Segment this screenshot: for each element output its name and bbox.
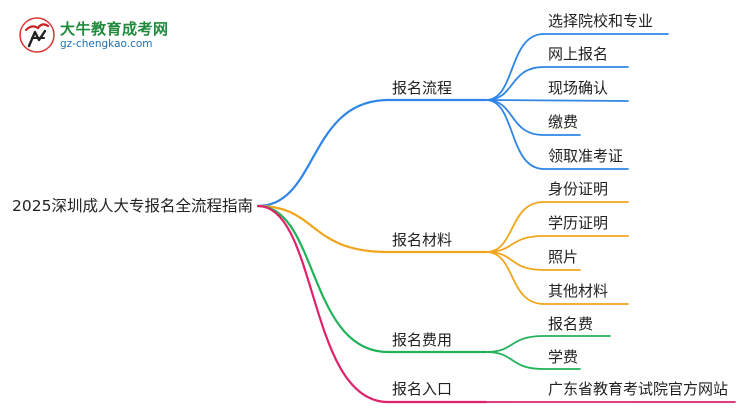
- leaf-label: 照片: [548, 248, 579, 266]
- leaf-connector: [485, 201, 629, 253]
- root-node-label: 2025深圳成人大专报名全流程指南: [12, 197, 253, 215]
- leaf-label: 身份证明: [548, 180, 609, 198]
- logo-url-text: gz-chengkao.com: [60, 38, 153, 50]
- leaf-label: 领取准考证: [548, 147, 624, 165]
- leaf-connector: [485, 99, 581, 136]
- leaf-label: 广东省教育考试院官方网站: [548, 380, 729, 398]
- logo-mark-icon: [19, 17, 55, 53]
- branch-connector: [256, 204, 488, 404]
- leaf-connector: [485, 351, 581, 370]
- branch-label-process: 报名流程: [392, 79, 453, 97]
- leaf-label: 网上报名: [548, 45, 609, 63]
- leaf-connector: [485, 99, 629, 102]
- branch-label-entry: 报名入口: [392, 380, 453, 398]
- leaf-label: 学历证明: [548, 214, 609, 232]
- leaf-connector: [485, 235, 629, 253]
- branch-connector: [256, 204, 488, 254]
- leaf-label: 缴费: [548, 113, 579, 131]
- logo: 大牛教育成考网 gz-chengkao.com: [18, 14, 188, 58]
- leaf-connector: [485, 33, 669, 101]
- leaf-connector: [485, 251, 581, 271]
- leaf-connector: [485, 335, 611, 353]
- leaf-connector: [485, 251, 629, 305]
- leaf-label: 报名费: [548, 315, 594, 333]
- logo-brand-text: 大牛教育成考网: [60, 20, 169, 38]
- leaf-connector: [485, 66, 629, 101]
- leaf-label: 其他材料: [548, 282, 609, 300]
- branch-connector: [256, 98, 488, 208]
- branch-label-fees: 报名费用: [392, 331, 453, 349]
- branch-connector: [256, 204, 488, 354]
- leaf-label: 选择院校和专业: [548, 12, 654, 30]
- leaf-label: 学费: [548, 348, 579, 366]
- leaf-label: 现场确认: [548, 79, 609, 97]
- branch-label-materials: 报名材料: [392, 231, 453, 249]
- leaf-connector: [485, 99, 629, 170]
